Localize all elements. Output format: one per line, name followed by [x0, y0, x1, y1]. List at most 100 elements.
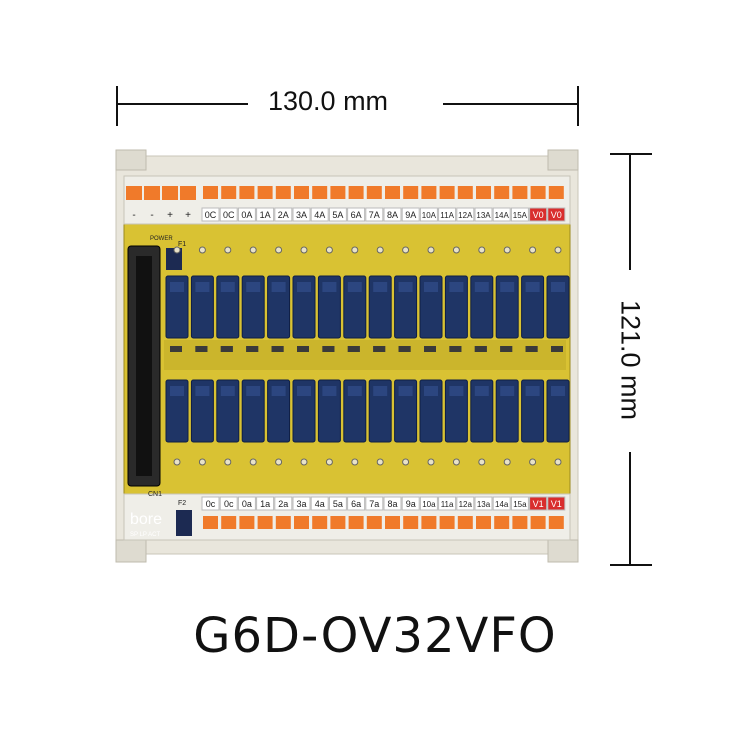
terminal-label: 10A	[422, 211, 437, 220]
terminal-lever	[548, 186, 564, 199]
terminal-label-bg	[419, 496, 438, 511]
terminal-via	[376, 246, 384, 254]
terminal-label-bg	[492, 207, 511, 222]
terminal-lever	[512, 186, 528, 199]
terminal-label-bg	[328, 496, 347, 511]
led-labels: SP LP ACT	[130, 532, 160, 538]
relay-highlight	[373, 282, 388, 292]
power-label: POWER	[150, 236, 173, 242]
terminal-via	[503, 458, 511, 466]
terminal-lever	[421, 516, 437, 529]
terminal-label-bg	[492, 496, 511, 511]
terminal-lever	[312, 186, 328, 199]
terminal-lever	[275, 186, 291, 199]
terminal-label: 11A	[440, 211, 454, 220]
power-terminal-label: -	[132, 210, 135, 221]
terminal-label: 4a	[315, 499, 325, 509]
terminal-lever	[403, 186, 419, 199]
terminal-via	[275, 458, 283, 466]
terminal-label-bg	[201, 496, 220, 511]
terminal-label-bg	[347, 496, 366, 511]
terminal-label: 2a	[278, 499, 288, 509]
relay-highlight	[424, 386, 438, 396]
terminal-lever	[439, 186, 455, 199]
terminal-label-bg	[510, 496, 529, 511]
terminal-via	[427, 246, 435, 254]
terminal-label: 0C	[223, 210, 235, 220]
terminal-lever	[512, 516, 528, 529]
terminal-label-bg	[201, 207, 220, 222]
terminal-label-bg	[365, 207, 384, 222]
terminal-label-bg	[365, 496, 384, 511]
relay-highlight	[170, 386, 184, 396]
terminal-label-bg	[474, 496, 493, 511]
terminal-label: 4A	[314, 210, 325, 220]
terminal-label: 6a	[351, 499, 361, 509]
terminal-label-bg	[292, 207, 311, 222]
terminal-label: 1A	[260, 210, 271, 220]
terminal-via	[554, 246, 562, 254]
terminal-lever	[494, 516, 510, 529]
terminal-lever	[530, 516, 546, 529]
relay-highlight	[551, 386, 565, 396]
relay-highlight	[271, 282, 286, 292]
terminal-label-bg	[456, 207, 475, 222]
relay-highlight	[449, 386, 464, 396]
terminal-lever	[221, 516, 237, 529]
terminal-lever	[530, 186, 546, 199]
terminal-via	[452, 458, 460, 466]
terminal-label-bg	[401, 207, 420, 222]
terminal-label-bg	[237, 496, 256, 511]
relay-highlight	[347, 386, 362, 396]
terminal-label-bg	[256, 496, 275, 511]
terminal-label-bg	[510, 207, 529, 222]
relay-highlight	[525, 282, 540, 292]
relay-highlight	[246, 282, 261, 292]
smd-component	[449, 346, 462, 352]
smd-component	[551, 346, 563, 352]
terminal-lever	[421, 186, 437, 199]
smd-component	[297, 346, 309, 352]
relay-highlight	[297, 282, 311, 292]
terminal-lever	[366, 186, 382, 199]
terminal-lever	[257, 186, 273, 199]
smd-component	[373, 346, 386, 352]
smd-component	[424, 346, 436, 352]
smd-component	[195, 346, 208, 352]
terminal-label-bg	[347, 207, 366, 222]
terminal-lever	[403, 516, 419, 529]
terminal-label: 1a	[260, 499, 270, 509]
terminal-lever	[203, 516, 218, 529]
terminal-label: 12a	[459, 500, 473, 509]
terminal-label: 0a	[242, 499, 252, 509]
terminal-via	[249, 458, 257, 466]
smd-component	[322, 346, 335, 352]
terminal-label-bg	[328, 207, 347, 222]
terminal-label-bg	[547, 207, 566, 222]
smd-component	[474, 346, 487, 352]
product-model-title: G6D-OV32VFO	[193, 608, 557, 664]
terminal-label-bg	[274, 207, 293, 222]
fuse2-label: F2	[178, 500, 186, 507]
relay-highlight	[449, 282, 464, 292]
relay-highlight	[398, 386, 413, 396]
terminal-via	[300, 458, 308, 466]
terminal-lever	[348, 516, 364, 529]
terminal-via	[351, 246, 359, 254]
relay-highlight	[500, 282, 515, 292]
terminal-lever	[294, 186, 309, 199]
terminal-via	[198, 246, 206, 254]
terminal-label: 13a	[477, 500, 491, 509]
smd-component	[246, 346, 259, 352]
terminal-label: 3a	[296, 499, 306, 509]
relay-highlight	[525, 386, 540, 396]
terminal-label-bg	[274, 496, 293, 511]
terminal-label: 10a	[422, 500, 436, 509]
terminal-via	[478, 458, 486, 466]
terminal-via	[376, 458, 384, 466]
terminal-label-bg	[547, 496, 566, 511]
terminal-label: 9A	[405, 210, 416, 220]
terminal-lever	[548, 516, 564, 529]
terminal-lever	[239, 516, 255, 529]
terminal-label: 15a	[513, 500, 527, 509]
